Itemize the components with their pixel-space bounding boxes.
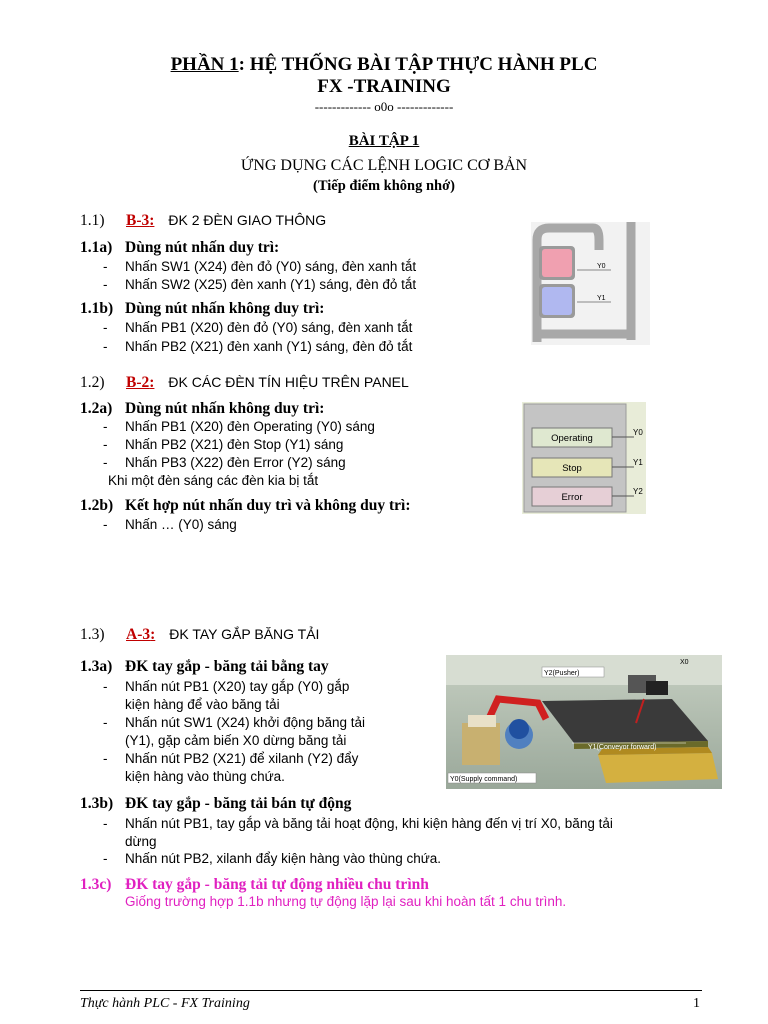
- stop-label: Stop: [562, 463, 582, 474]
- section-1-2-heading: 1.2) B-2: ĐK CÁC ĐÈN TÍN HIỆU TRÊN PANEL: [80, 374, 409, 392]
- sub-note: Khi một đèn sáng các đèn kia bị tắt: [108, 473, 319, 488]
- section-code: B-2:: [126, 374, 155, 391]
- blue-lamp: [542, 287, 572, 315]
- exercise-subtitle: ỨNG DỤNG CÁC LỆNH LOGIC CƠ BẢN: [240, 157, 528, 174]
- operating-label: Operating: [551, 433, 593, 444]
- label-y0: Y0: [597, 263, 606, 270]
- title-rest: : HỆ THỐNG BÀI TẬP THỰC HÀNH PLC: [238, 54, 598, 75]
- section-num: 1.2): [80, 374, 105, 391]
- label-y0: Y0: [633, 428, 643, 437]
- label-pusher: Y2(Pusher): [544, 670, 579, 677]
- sub-1-3b: 1.3b)ĐK tay gắp - băng tải bán tự động: [80, 795, 352, 812]
- footer-title: Thực hành PLC - FX Training: [80, 996, 250, 1011]
- conveyor-figure: Y2(Pusher) X0 Y1(Conveyor forward) Y0(Su…: [446, 655, 722, 789]
- gripper-arm-icon: [482, 695, 550, 727]
- error-label: Error: [561, 492, 582, 503]
- panel-lights-figure: Operating Stop Error Y0 Y1 Y2: [522, 402, 646, 514]
- page-number: 1: [693, 996, 700, 1011]
- label-supply: Y0(Supply command): [450, 776, 517, 783]
- list-item: -Nhấn nút PB1, tay gắp và băng tải hoạt …: [103, 816, 613, 849]
- title-line2: FX -TRAINING: [317, 76, 451, 97]
- sub-1-3c: 1.3c)ĐK tay gắp - băng tải tự động nhiều…: [80, 876, 429, 893]
- list-item: -Nhấn PB2 (X21) đèn Stop (Y1) sáng: [103, 437, 344, 452]
- label-conveyor-forward: Y1(Conveyor forward): [588, 744, 656, 751]
- list-item: -Nhấn PB2 (X21) đèn xanh (Y1) sáng, đèn …: [103, 339, 413, 354]
- list-item: -Nhấn PB1 (X20) đèn Operating (Y0) sáng: [103, 419, 375, 434]
- label-y1: Y1: [633, 458, 643, 467]
- sub-note: Giống trường hợp 1.1b nhưng tự động lặp …: [125, 894, 567, 909]
- list-item: -Nhấn … (Y0) sáng: [103, 517, 237, 532]
- sub-1-2b: 1.2b)Kết hợp nút nhấn duy trì và không d…: [80, 497, 411, 514]
- section-code: A-3:: [126, 626, 156, 643]
- section-title: ĐK CÁC ĐÈN TÍN HIỆU TRÊN PANEL: [168, 374, 409, 390]
- exercise-note: (Tiếp điểm không nhớ): [313, 178, 455, 194]
- sub-1-1b: 1.1b)Dùng nút nhấn không duy trì:: [80, 300, 325, 317]
- section-num: 1.1): [80, 212, 105, 229]
- list-item: -Nhấn nút SW1 (X24) khởi động băng tải(Y…: [103, 715, 365, 748]
- list-item: -Nhấn PB1 (X20) đèn đỏ (Y0) sáng, đèn xa…: [103, 320, 413, 335]
- sub-1-2a: 1.2a)Dùng nút nhấn không duy trì:: [80, 400, 325, 417]
- part-label: PHẦN 1: [170, 54, 239, 75]
- section-title: ĐK TAY GẮP BĂNG TẢI: [169, 626, 320, 642]
- traffic-light-figure: Y0 Y1: [531, 222, 650, 345]
- label-y1: Y1: [597, 295, 606, 302]
- exercise-label: BÀI TẬP 1: [348, 133, 420, 149]
- storage-bin-icon: [598, 753, 718, 783]
- label-y2: Y2: [633, 487, 643, 496]
- footer-divider: [80, 990, 702, 991]
- section-1-1-heading: 1.1) B-3: ĐK 2 ĐÈN GIAO THÔNG: [80, 212, 326, 230]
- sub-1-1a: 1.1a)Dùng nút nhấn duy trì:: [80, 239, 280, 256]
- list-item: -Nhấn SW1 (X24) đèn đỏ (Y0) sáng, đèn xa…: [103, 259, 417, 274]
- section-title: ĐK 2 ĐÈN GIAO THÔNG: [168, 212, 327, 228]
- separator: ------------- o0o -------------: [314, 99, 454, 114]
- red-lamp: [542, 249, 572, 277]
- conveyor-belt: [542, 699, 708, 743]
- list-item: -Nhấn PB3 (X22) đèn Error (Y2) sáng: [103, 455, 346, 470]
- sub-1-3a: 1.3a)ĐK tay gắp - băng tải bằng tay: [80, 658, 329, 675]
- section-num: 1.3): [80, 626, 105, 643]
- section-1-3-heading: 1.3) A-3: ĐK TAY GẮP BĂNG TẢI: [80, 626, 319, 644]
- section-code: B-3:: [126, 212, 155, 229]
- list-item: -Nhấn nút PB2, xilanh đẩy kiện hàng vào …: [103, 851, 442, 866]
- page-title: PHẦN 1: HỆ THỐNG BÀI TẬP THỰC HÀNH PLC: [0, 54, 768, 76]
- label-x0: X0: [680, 659, 689, 666]
- list-item: -Nhấn SW2 (X25) đèn xanh (Y1) sáng, đèn …: [103, 277, 417, 292]
